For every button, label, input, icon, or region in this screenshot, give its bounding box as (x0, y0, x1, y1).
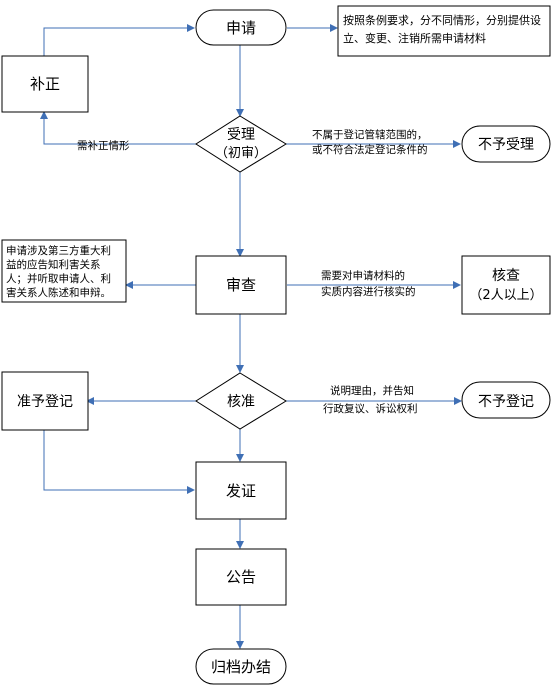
approve-register-label: 准予登记 (17, 394, 73, 410)
archive-node (195, 648, 287, 685)
explain-label-line: 说明理由，并告知 (330, 384, 414, 397)
apply-note-line: 按照条例要求，分不同情形，分别提供设 (343, 13, 541, 27)
edge-register-to-issue (43, 430, 195, 494)
apply-node (195, 9, 287, 46)
accept-label-line1: 受理 (227, 127, 255, 143)
review-note-line: 害关系人陈述和申辩。 (6, 286, 111, 299)
need-correction-label: 需补正情形 (77, 139, 130, 152)
issue-label: 发证 (226, 482, 256, 500)
apply-note-box (337, 5, 551, 57)
review-node (195, 255, 287, 315)
issue-node (195, 461, 287, 520)
reject-accept-node (461, 125, 551, 163)
archive-label: 归档办结 (211, 658, 271, 676)
review-note-line: 人；并听取申请人、利 (6, 272, 111, 285)
review-note-box (1, 239, 127, 303)
correct-label: 补正 (30, 75, 60, 93)
reject-accept-label: 不予受理 (478, 137, 534, 153)
review-note-line: 益的应告知利害关系 (6, 258, 101, 271)
need-verify-label-line: 需要对申请材料的 (321, 269, 405, 282)
notes: 按照条例要求，分不同情形，分别提供设 立、变更、注销所需申请材料 申请涉及第三方… (6, 13, 541, 299)
edge-labels: 需补正情形 不属于登记管辖范围的， 或不符合法定登记条件的 需要对申请材料的 实… (77, 128, 428, 415)
review-label: 审查 (226, 276, 256, 294)
need-verify-label-line: 实质内容进行核实的 (321, 285, 416, 298)
node-labels: 申请 补正 受理 （初审） 不予受理 审查 核查 （2人以上） 准予登记 核准 … (17, 19, 543, 676)
reject-register-label: 不予登记 (478, 394, 534, 410)
announce-node (195, 548, 287, 606)
announce-label: 公告 (226, 568, 256, 586)
verify-label-line1: 核查 (492, 268, 520, 284)
accept-label-line2: （初审） (215, 146, 267, 161)
verify-node (461, 255, 551, 315)
correct-node (1, 55, 89, 113)
approve-label: 核准 (227, 394, 255, 410)
accept-diamond (195, 115, 287, 173)
edges (40, 24, 462, 649)
not-accept-label-line: 不属于登记管辖范围的， (312, 128, 428, 141)
nodes (1, 5, 551, 685)
edge-accept-to-correct (40, 111, 196, 145)
apply-label: 申请 (226, 19, 256, 37)
reject-register-node (461, 381, 551, 419)
explain-label-line: 行政复议、诉讼权利 (323, 402, 418, 415)
not-accept-label-line: 或不符合法定登记条件的 (312, 143, 428, 156)
approve-register-node (1, 371, 89, 431)
edge-correct-to-apply (43, 24, 195, 56)
verify-label-line2: （2人以上） (469, 288, 542, 303)
apply-note-line: 立、变更、注销所需申请材料 (343, 31, 486, 45)
review-note-line: 申请涉及第三方重大利 (6, 244, 111, 257)
approve-diamond (195, 372, 287, 430)
